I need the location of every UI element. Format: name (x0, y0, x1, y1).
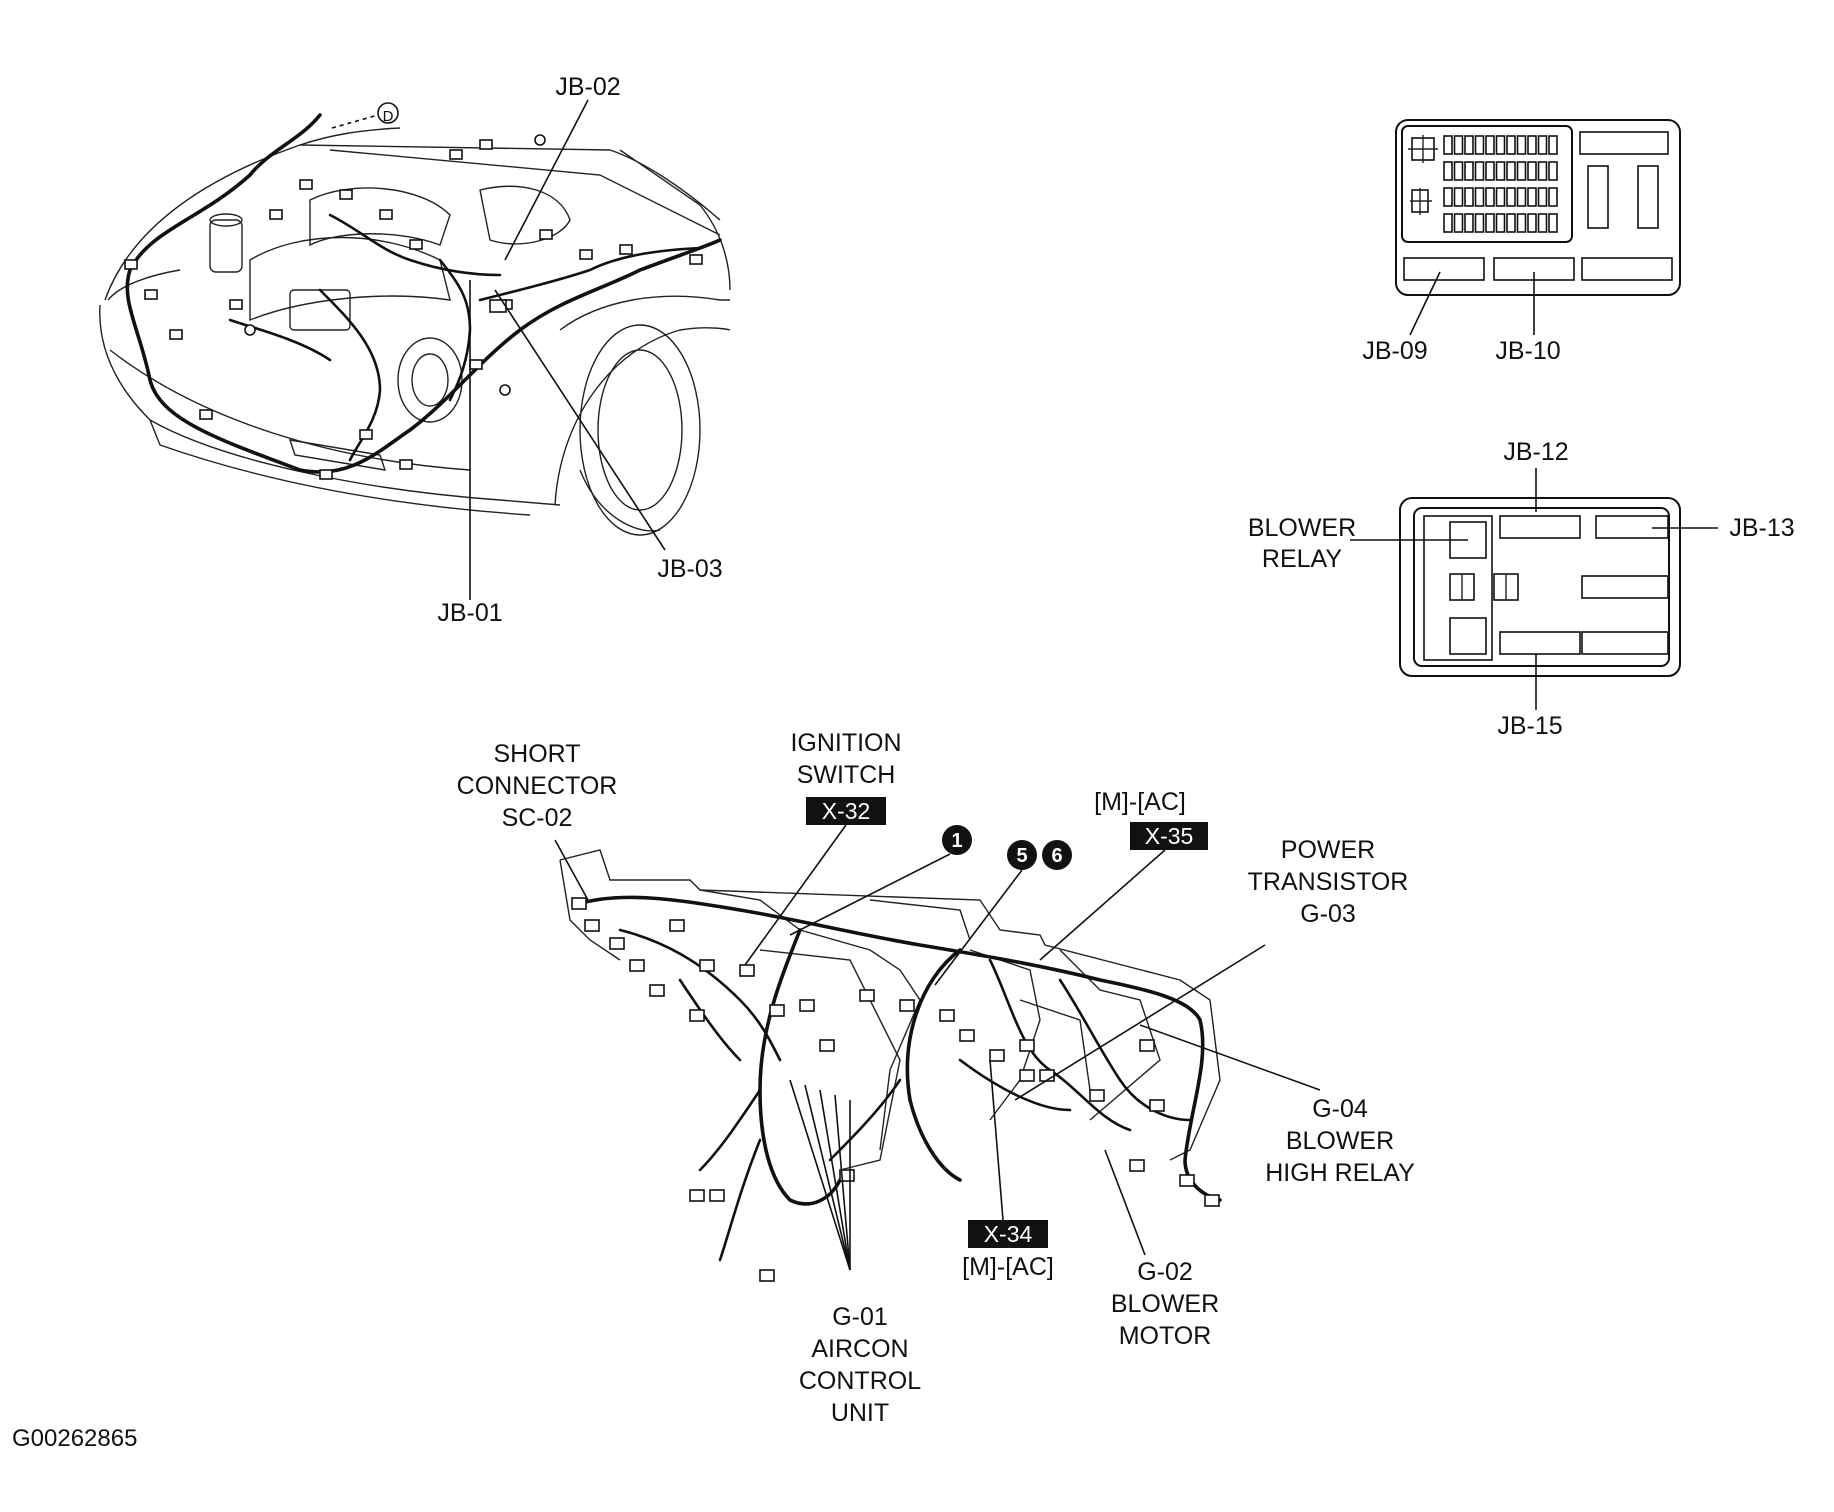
label-jb-09: JB-09 (1362, 337, 1427, 365)
fuse-slot (1506, 135, 1516, 155)
label-blower-relay-1: BLOWER (1248, 514, 1356, 542)
fuse-slot (1537, 135, 1548, 155)
fuse-slot (1516, 187, 1527, 207)
fuse-slot (1548, 213, 1558, 233)
fuse-slot (1495, 135, 1506, 155)
label-ignition-1: IGNITION (790, 729, 901, 757)
fuse-slot (1474, 135, 1485, 155)
fuse-slot (1474, 161, 1485, 181)
relay-box-diagram: JB-12 JB-13 BLOWER RELAY JB-15 (1248, 438, 1795, 740)
fuse-slot (1516, 213, 1527, 233)
engine-bay-illustration: D JB-02 JB-03 JB-01 (99, 73, 731, 627)
marker-circle-1 (942, 825, 972, 855)
marker-circle-5 (1007, 840, 1037, 870)
fuse-slot (1453, 161, 1464, 181)
marker-circle-6 (1042, 840, 1072, 870)
fuse-slot (1495, 187, 1506, 207)
badge-x-35 (1130, 822, 1208, 850)
fuse-slot (1464, 187, 1474, 207)
label-x34-variant: [M]-[AC] (962, 1253, 1054, 1281)
fuse-slot (1537, 187, 1548, 207)
fuse-slot (1495, 213, 1506, 233)
label-jb-03: JB-03 (657, 555, 722, 583)
fuse-slot (1443, 161, 1453, 181)
fuse-slot (1506, 213, 1516, 233)
label-jb-12: JB-12 (1503, 438, 1568, 466)
fuse-slot (1516, 135, 1527, 155)
label-jb-13: JB-13 (1729, 514, 1794, 542)
fuse-slot (1495, 161, 1506, 181)
dashboard-harness-illustration: SHORT CONNECTOR SC-02 IGNITION SWITCH X-… (457, 729, 1415, 1427)
fuse-slot (1443, 213, 1453, 233)
fuse-slot (1443, 187, 1453, 207)
label-power-transistor-2: TRANSISTOR (1248, 868, 1409, 896)
fuse-slot (1485, 187, 1495, 207)
fuse-slot (1485, 161, 1495, 181)
view-marker-d: D (383, 108, 394, 125)
label-g01-3: CONTROL (799, 1367, 921, 1395)
fuse-slot (1485, 135, 1495, 155)
fuse-slot (1537, 213, 1548, 233)
label-g04-2: BLOWER (1286, 1127, 1394, 1155)
fuse-slot (1464, 161, 1474, 181)
fuse-slot (1527, 161, 1537, 181)
fuse-rows (1443, 135, 1558, 233)
fuse-slot (1506, 187, 1516, 207)
marker-1-label: 1 (951, 830, 962, 852)
label-ignition-2: SWITCH (797, 761, 896, 789)
label-g04-1: G-04 (1312, 1095, 1368, 1123)
fuse-slot (1464, 135, 1474, 155)
label-x-34: X-34 (984, 1221, 1033, 1247)
label-blower-relay-2: RELAY (1262, 545, 1342, 573)
fuse-slot (1443, 135, 1453, 155)
label-jb-02: JB-02 (555, 73, 620, 101)
fuse-slot (1474, 213, 1485, 233)
marker-6-label: 6 (1051, 845, 1062, 867)
label-short-connector-1: SHORT (493, 740, 580, 768)
label-jb-01: JB-01 (437, 599, 502, 627)
fuse-slot (1453, 135, 1464, 155)
marker-5-label: 5 (1016, 845, 1027, 867)
fuse-slot (1537, 161, 1548, 181)
figure-id: G00262865 (12, 1425, 137, 1452)
fuse-box-diagram: JB-09 JB-10 (1362, 119, 1681, 365)
fuse-slot (1527, 213, 1537, 233)
label-power-transistor-1: POWER (1281, 836, 1375, 864)
fuse-slot (1527, 187, 1537, 207)
label-short-connector-2: CONNECTOR (457, 772, 618, 800)
fuse-slot (1485, 213, 1495, 233)
label-g02-2: BLOWER (1111, 1290, 1219, 1318)
label-x-35: X-35 (1145, 823, 1194, 849)
label-g01-2: AIRCON (811, 1335, 908, 1363)
label-g04-3: HIGH RELAY (1265, 1159, 1415, 1187)
badge-x-34 (968, 1220, 1048, 1248)
fuse-slot (1548, 187, 1558, 207)
fuse-slot (1453, 187, 1464, 207)
fuse-slot (1464, 213, 1474, 233)
fuse-slot (1516, 161, 1527, 181)
label-x35-variant: [M]-[AC] (1094, 788, 1186, 816)
fuse-slot (1474, 187, 1485, 207)
badge-x-32 (806, 797, 886, 825)
label-g01-1: G-01 (832, 1303, 888, 1331)
label-g02-3: MOTOR (1119, 1322, 1212, 1350)
fuse-slot (1548, 161, 1558, 181)
fuse-grid (1408, 135, 1438, 215)
label-g01-4: UNIT (831, 1399, 889, 1427)
fuse-slot (1506, 161, 1516, 181)
label-jb-10: JB-10 (1495, 337, 1560, 365)
fuse-slot (1548, 135, 1558, 155)
fuse-slot (1527, 135, 1537, 155)
label-g02-1: G-02 (1137, 1258, 1193, 1286)
label-jb-15: JB-15 (1497, 712, 1562, 740)
dashboard-connectors (571, 897, 1220, 1282)
label-short-connector-3: SC-02 (502, 804, 573, 832)
label-x-32: X-32 (822, 798, 871, 824)
label-power-transistor-3: G-03 (1300, 900, 1356, 928)
fuse-slot (1453, 213, 1464, 233)
